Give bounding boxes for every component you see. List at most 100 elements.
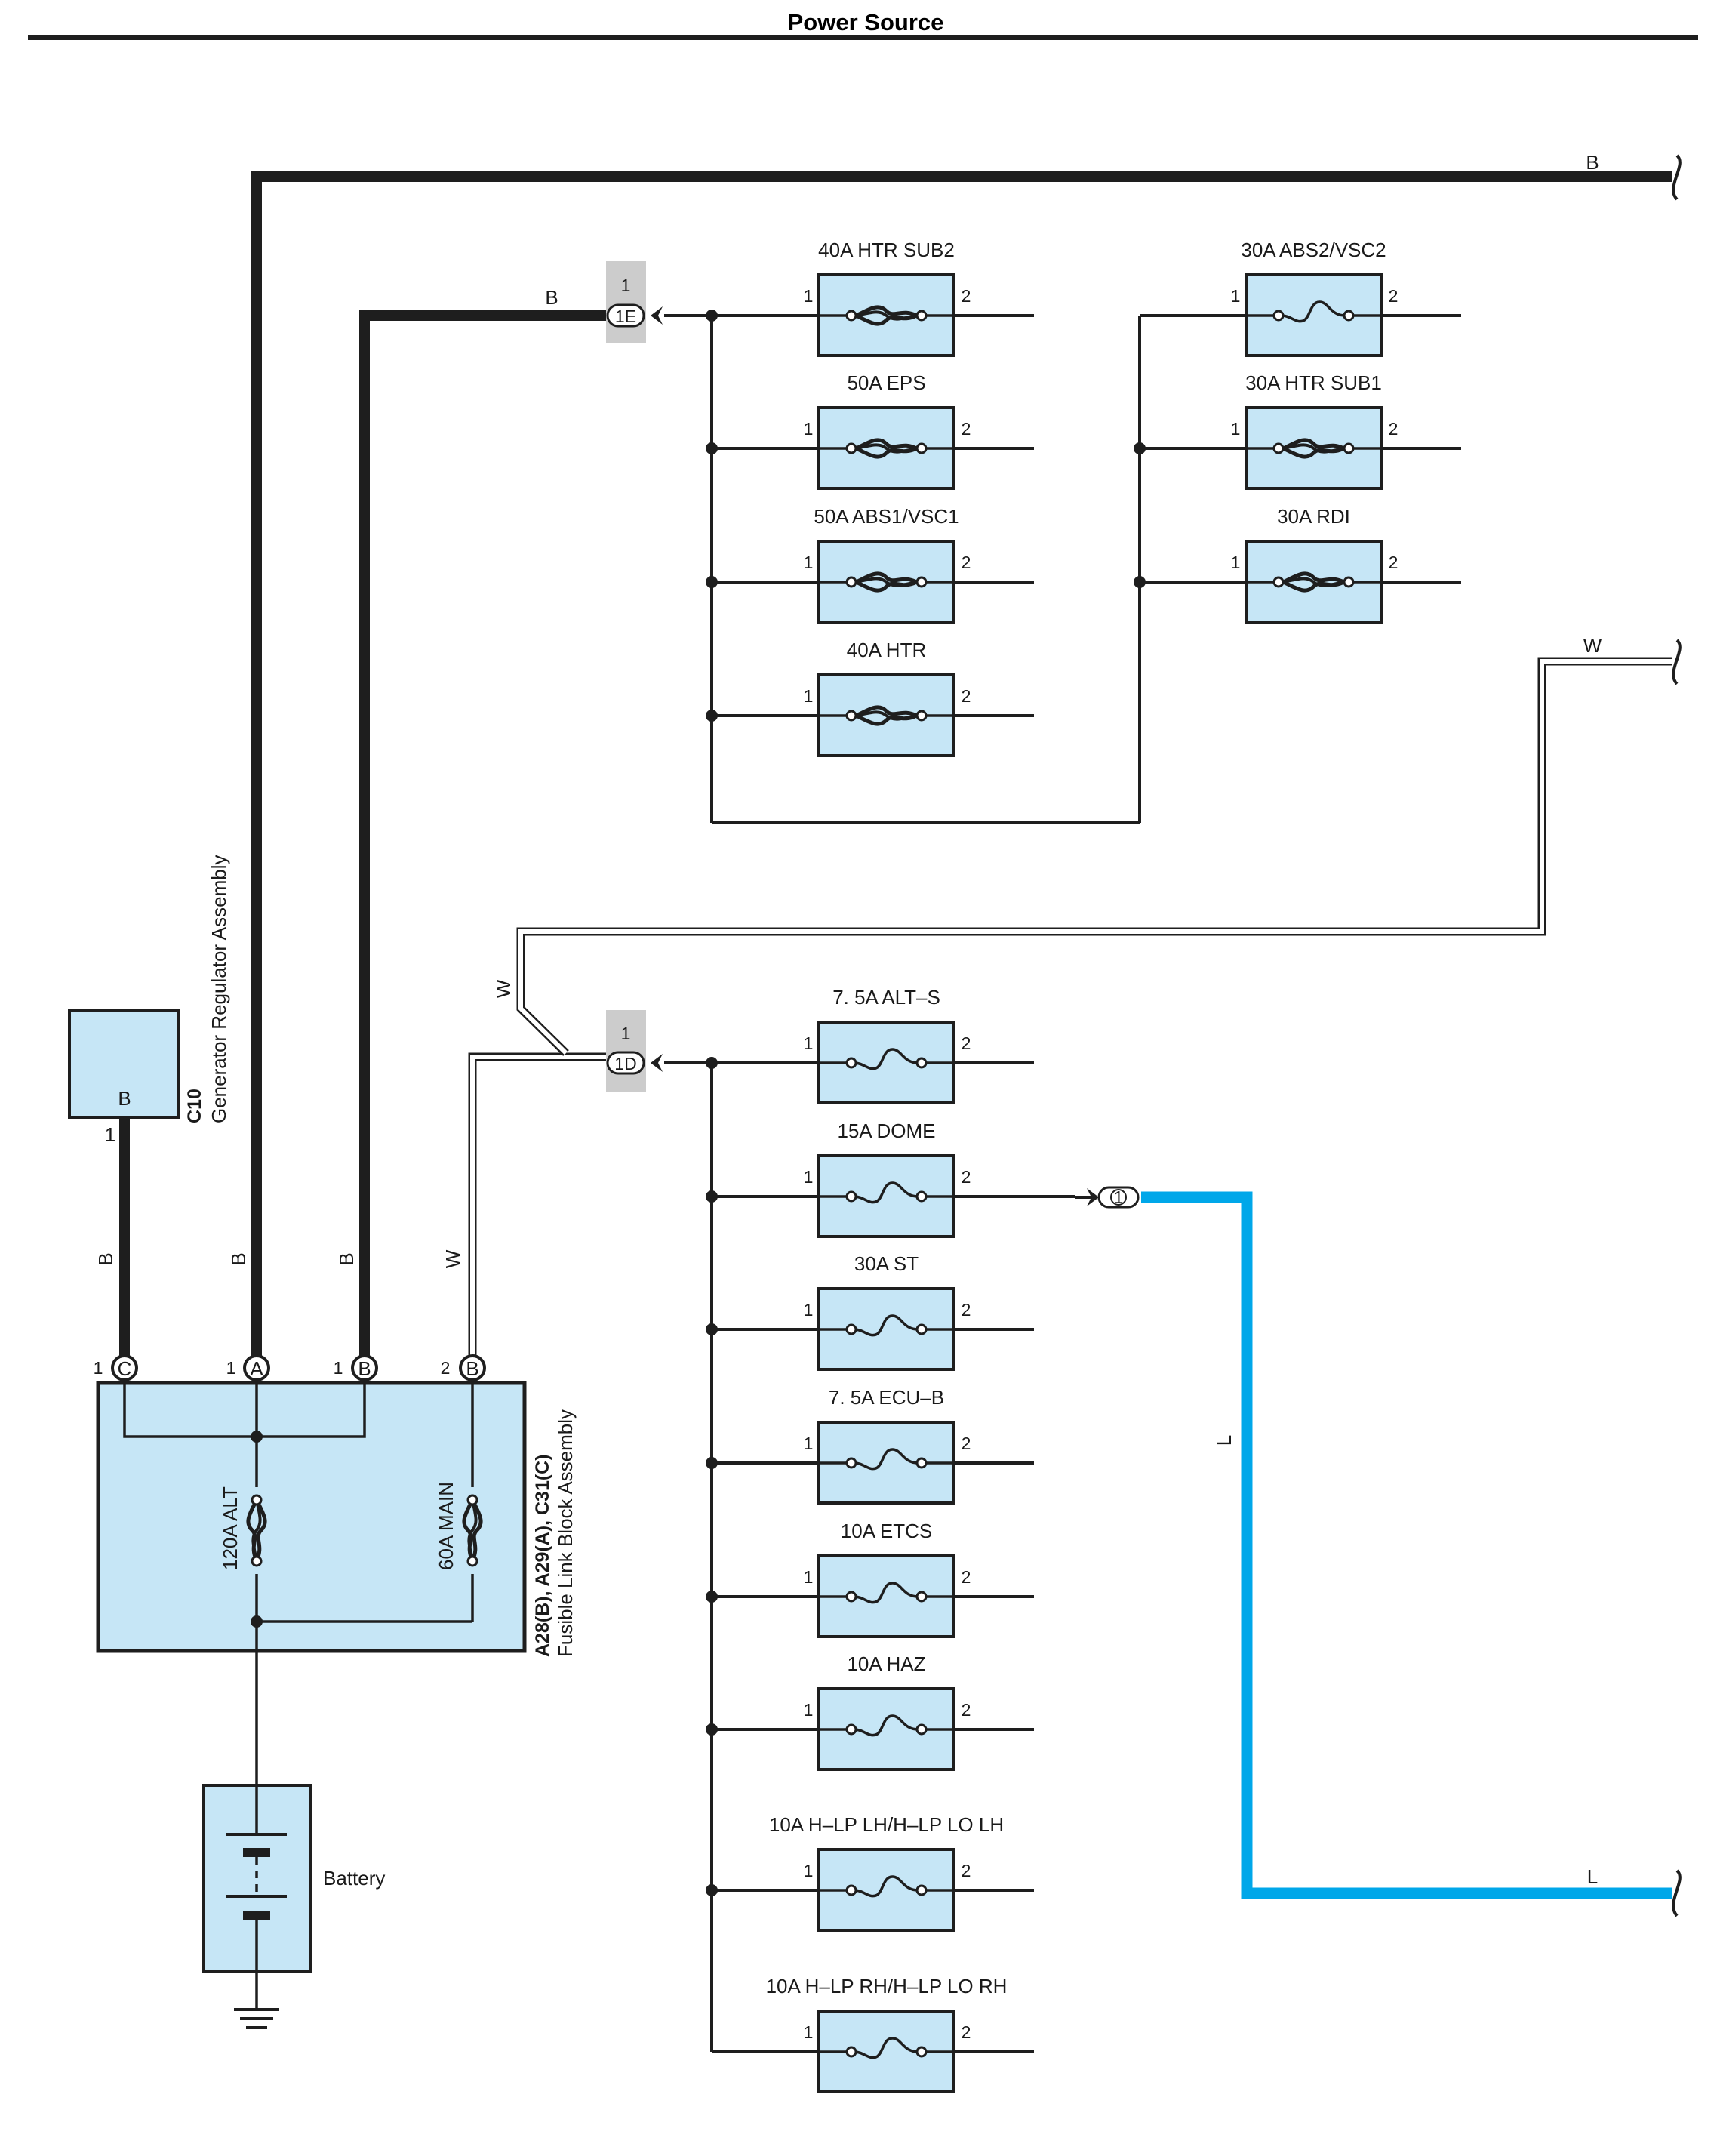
fuse-pin-out: 2 <box>962 1167 971 1187</box>
fuse-pin-in: 1 <box>804 1861 814 1880</box>
fuse-pin-out: 2 <box>1389 419 1399 439</box>
fuse-pin-in: 1 <box>804 286 814 306</box>
connector-1d-code: 1D <box>614 1054 636 1073</box>
wire-label-b-top: B <box>1586 151 1599 174</box>
fuse-pin-out: 2 <box>962 2022 971 2042</box>
terminal-c-pin: 1 <box>94 1358 103 1378</box>
fusible-link-name: Fusible Link Block Assembly <box>554 1409 577 1657</box>
connector-1d-pin: 1 <box>621 1024 631 1043</box>
fuse-label: 10A H–LP RH/H–LP LO RH <box>766 1975 1008 1997</box>
fuse-pin-in: 1 <box>804 686 814 706</box>
fuse-alt-label: 120A ALT <box>219 1486 242 1570</box>
wire-b-main <box>251 171 1672 1363</box>
fuse-label: 40A HTR <box>847 639 927 661</box>
fuse-label: 30A HTR SUB1 <box>1245 371 1382 394</box>
fuse-label: 10A HAZ <box>847 1652 925 1675</box>
fuses-lower-fuse: 10A HAZ 1 2 <box>712 1652 1034 1771</box>
wire-label-b-c10: B <box>94 1252 117 1265</box>
fusible-link-block: 120A ALT 60A MAIN A28(B), A29(A), C31(C)… <box>96 1381 577 1771</box>
fuse-pin-out: 2 <box>1389 286 1399 306</box>
dome-output-connector: 1 <box>1075 1186 1140 1209</box>
terminal-a-pin: 1 <box>226 1358 236 1378</box>
fuse-pin-in: 1 <box>804 1567 814 1587</box>
fuse-pin-in: 1 <box>1231 286 1241 306</box>
wire-label-b-a: B <box>227 1252 250 1265</box>
fuse-pin-out: 2 <box>962 1700 971 1720</box>
junction-dots <box>706 310 1146 1896</box>
wire-break-symbols <box>1672 154 1682 1917</box>
battery-label: Battery <box>323 1867 385 1890</box>
fuse-pin-in: 1 <box>804 1300 814 1320</box>
fuses-top-right-fuse: 30A HTR SUB1 1 2 <box>1140 371 1461 490</box>
fuse-label: 30A RDI <box>1277 505 1350 528</box>
fuses-lower-fuse: 7. 5A ECU–B 1 2 <box>712 1386 1034 1505</box>
fuse-label: 15A DOME <box>837 1120 935 1142</box>
title-rule <box>28 35 1698 40</box>
fuse-pin-out: 2 <box>1389 553 1399 572</box>
fuse-pin-out: 2 <box>962 686 971 706</box>
fuses-lower-fuse: 10A H–LP LH/H–LP LO LH 1 2 <box>712 1813 1034 1932</box>
fuse-label: 7. 5A ALT–S <box>832 986 940 1009</box>
fuse-pin-in: 1 <box>804 1167 814 1187</box>
fuses-lower-fuse: 7. 5A ALT–S 1 2 <box>712 986 1034 1104</box>
fuse-pin-in: 1 <box>804 1434 814 1453</box>
fuses-lower-fuse: 15A DOME 1 2 <box>712 1120 1075 1238</box>
wire-label-l-vert: L <box>1213 1435 1235 1446</box>
terminal-b2-pin: 2 <box>441 1358 451 1378</box>
dome-connector-code: 1 <box>1114 1187 1124 1207</box>
wire-label-b-1e: B <box>545 286 558 309</box>
fuse-pin-out: 2 <box>962 1300 971 1320</box>
fuse-label: 10A ETCS <box>841 1520 932 1542</box>
generator-name: Generator Regulator Assembly <box>208 855 230 1123</box>
fuse-pin-out: 2 <box>962 1033 971 1053</box>
fuse-label: 30A ABS2/VSC2 <box>1241 239 1386 261</box>
fuse-pin-in: 1 <box>804 1700 814 1720</box>
wire-w-1d <box>468 1052 610 1363</box>
connector-1e-pin: 1 <box>621 276 631 295</box>
fuse-pin-out: 2 <box>962 419 971 439</box>
fuses-top-right-fuse: 30A ABS2/VSC2 1 2 <box>1140 239 1461 357</box>
fuse-label: 7. 5A ECU–B <box>829 1386 944 1409</box>
wire-l <box>1141 1191 1672 1899</box>
fuse-pin-out: 2 <box>962 1567 971 1587</box>
wire-b-1e <box>359 310 610 1363</box>
fuse-label: 50A EPS <box>847 371 925 394</box>
terminal-b2-letter: B <box>466 1357 478 1380</box>
generator-pin-letter: B <box>118 1087 131 1110</box>
fuse-pin-in: 1 <box>804 553 814 572</box>
connector-1e: 1 1E <box>606 261 663 343</box>
fusible-link-terminals: C 1 A 1 B 1 B 2 <box>94 1354 486 1381</box>
fuse-pin-in: 1 <box>804 1033 814 1053</box>
connector-1e-code: 1E <box>615 306 636 326</box>
fusible-link-codes: A28(B), A29(A), C31(C) <box>532 1454 553 1657</box>
terminal-a-letter: A <box>250 1357 263 1380</box>
terminal-b1-pin: 1 <box>334 1358 343 1378</box>
wire-label-b-b: B <box>335 1252 358 1265</box>
wire-label-l-bottom: L <box>1587 1865 1598 1888</box>
fuse-pin-out: 2 <box>962 1861 971 1880</box>
fuse-pin-out: 2 <box>962 286 971 306</box>
fuse-pin-in: 1 <box>1231 419 1241 439</box>
wire-w-top <box>516 657 1672 1056</box>
fuse-label: 10A H–LP LH/H–LP LO LH <box>769 1813 1004 1836</box>
fuse-pin-in: 1 <box>1231 553 1241 572</box>
fuses-lower-fuse: 30A ST 1 2 <box>712 1252 1034 1371</box>
wire-label-w-b2: W <box>442 1249 464 1268</box>
wire-label-w-top: W <box>1583 634 1602 657</box>
fuses-lower-fuse: 10A ETCS 1 2 <box>712 1520 1034 1638</box>
fuse-main-label: 60A MAIN <box>435 1482 457 1570</box>
fuse-pin-out: 2 <box>962 1434 971 1453</box>
fuse-label: 40A HTR SUB2 <box>818 239 955 261</box>
fuse-label: 30A ST <box>854 1252 919 1275</box>
generator-pin-number: 1 <box>105 1123 115 1146</box>
connector-1d: 1 1D <box>606 1010 663 1092</box>
terminal-b1-letter: B <box>358 1357 371 1380</box>
wire-label-w-diag: W <box>492 979 515 998</box>
fuses-top-left-fuse: 40A HTR 1 2 <box>712 639 1034 757</box>
battery: Battery <box>202 1771 385 2029</box>
generator-code: C10 <box>184 1089 205 1123</box>
